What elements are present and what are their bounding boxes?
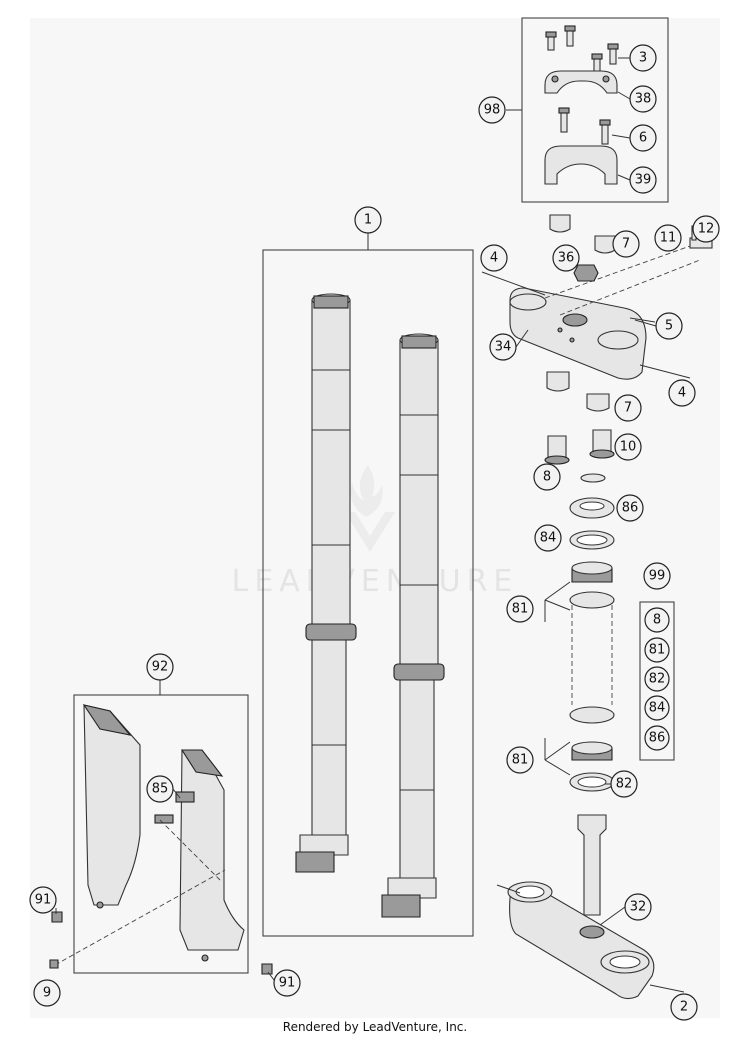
callout-12[interactable]: 12 xyxy=(692,215,720,243)
callout-38[interactable]: 38 xyxy=(629,85,657,113)
kit99-item-82[interactable]: 82 xyxy=(644,666,670,692)
pinch-bolt-left xyxy=(481,271,546,296)
callout-8[interactable]: 8 xyxy=(533,463,561,491)
callout-36[interactable]: 36 xyxy=(552,244,580,272)
svg-text:81: 81 xyxy=(649,643,666,658)
clamp-bolts-top xyxy=(545,25,619,75)
pinch-bolt-right xyxy=(639,364,691,379)
callout-4-bottom[interactable]: 4 xyxy=(668,379,696,407)
svg-text:39: 39 xyxy=(635,173,652,188)
svg-text:2: 2 xyxy=(680,1000,688,1015)
guard-screw-left xyxy=(51,911,63,923)
svg-text:82: 82 xyxy=(649,672,666,687)
callout-32[interactable]: 32 xyxy=(624,893,652,921)
fork-leg-right xyxy=(381,333,445,918)
fork-guard-right xyxy=(179,749,245,962)
svg-text:99: 99 xyxy=(649,569,666,584)
svg-text:91: 91 xyxy=(279,976,296,991)
svg-text:86: 86 xyxy=(649,731,666,746)
callout-2[interactable]: 2 xyxy=(670,993,698,1021)
svg-text:8: 8 xyxy=(543,470,551,485)
bushings-lower xyxy=(544,371,615,465)
callout-91-left[interactable]: 91 xyxy=(29,886,57,914)
svg-text:91: 91 xyxy=(35,893,52,908)
callout-84[interactable]: 84 xyxy=(534,524,562,552)
guard-clips xyxy=(154,791,195,824)
svg-text:86: 86 xyxy=(622,501,639,516)
lower-triple-clamp xyxy=(507,814,655,1000)
svg-text:84: 84 xyxy=(540,531,557,546)
guard-screw-right xyxy=(261,963,273,975)
callout-92[interactable]: 92 xyxy=(146,653,174,681)
callout-3[interactable]: 3 xyxy=(629,44,657,72)
callout-5[interactable]: 5 xyxy=(655,312,683,340)
kit99-item-8[interactable]: 8 xyxy=(644,607,670,633)
svg-text:85: 85 xyxy=(152,782,169,797)
kit99-item-84[interactable]: 84 xyxy=(644,695,670,721)
callout-4-top[interactable]: 4 xyxy=(480,244,508,272)
svg-text:9: 9 xyxy=(43,986,51,1001)
svg-text:36: 36 xyxy=(558,251,575,266)
kit99-item-86[interactable]: 86 xyxy=(644,725,670,751)
callout-86[interactable]: 86 xyxy=(616,494,644,522)
svg-text:7: 7 xyxy=(624,401,632,416)
footer-credit: Rendered by LeadVenture, Inc. xyxy=(282,1020,468,1034)
callout-81-bottom[interactable]: 81 xyxy=(506,746,534,774)
svg-text:98: 98 xyxy=(484,103,501,118)
fork-guard-box xyxy=(73,694,249,974)
svg-text:8: 8 xyxy=(653,613,661,628)
callout-81-top[interactable]: 81 xyxy=(506,595,534,623)
svg-text:5: 5 xyxy=(665,319,673,334)
svg-text:38: 38 xyxy=(635,92,652,107)
svg-text:81: 81 xyxy=(512,753,529,768)
callout-11[interactable]: 11 xyxy=(654,224,682,252)
svg-text:12: 12 xyxy=(698,222,715,237)
callout-39[interactable]: 39 xyxy=(629,166,657,194)
svg-text:10: 10 xyxy=(620,440,637,455)
watermark-text: LEADVENTURE xyxy=(232,564,519,599)
callout-99[interactable]: 99 xyxy=(643,562,671,590)
callout-85[interactable]: 85 xyxy=(146,775,174,803)
svg-text:4: 4 xyxy=(490,251,498,266)
svg-text:7: 7 xyxy=(622,237,630,252)
svg-text:32: 32 xyxy=(630,900,647,915)
svg-text:34: 34 xyxy=(495,340,512,355)
bushings-upper xyxy=(549,214,616,282)
watermark-logo: LEADVENTURE xyxy=(232,465,519,599)
diagram-background xyxy=(30,18,720,1018)
callout-7-bottom[interactable]: 7 xyxy=(614,394,642,422)
svg-text:3: 3 xyxy=(639,51,647,66)
fork-guard-left xyxy=(82,704,141,909)
callout-7-top[interactable]: 7 xyxy=(612,230,640,258)
svg-text:92: 92 xyxy=(152,660,169,675)
callout-34[interactable]: 34 xyxy=(489,333,517,361)
callout-10[interactable]: 10 xyxy=(614,433,642,461)
kit-box-99 xyxy=(639,601,675,761)
fork-leg-left xyxy=(295,293,357,873)
callout-98[interactable]: 98 xyxy=(478,96,506,124)
svg-text:84: 84 xyxy=(649,701,666,716)
handlebar-clamp-lower xyxy=(544,145,618,185)
handlebar-clamp-upper xyxy=(544,70,618,94)
guard-screw-small xyxy=(49,959,59,969)
callout-82[interactable]: 82 xyxy=(610,770,638,798)
callout-91-right[interactable]: 91 xyxy=(273,969,301,997)
callout-1[interactable]: 1 xyxy=(354,206,382,234)
svg-text:4: 4 xyxy=(678,386,686,401)
kit99-item-81[interactable]: 81 xyxy=(644,637,670,663)
svg-text:6: 6 xyxy=(639,131,647,146)
svg-text:81: 81 xyxy=(512,602,529,617)
steering-bearing-stack xyxy=(569,473,615,792)
svg-text:11: 11 xyxy=(660,231,677,246)
callout-9[interactable]: 9 xyxy=(33,979,61,1007)
callout-6[interactable]: 6 xyxy=(629,124,657,152)
svg-text:82: 82 xyxy=(616,777,633,792)
upper-triple-clamp xyxy=(509,287,647,380)
clamp-bolts-lower xyxy=(558,107,611,145)
svg-text:1: 1 xyxy=(364,213,372,228)
